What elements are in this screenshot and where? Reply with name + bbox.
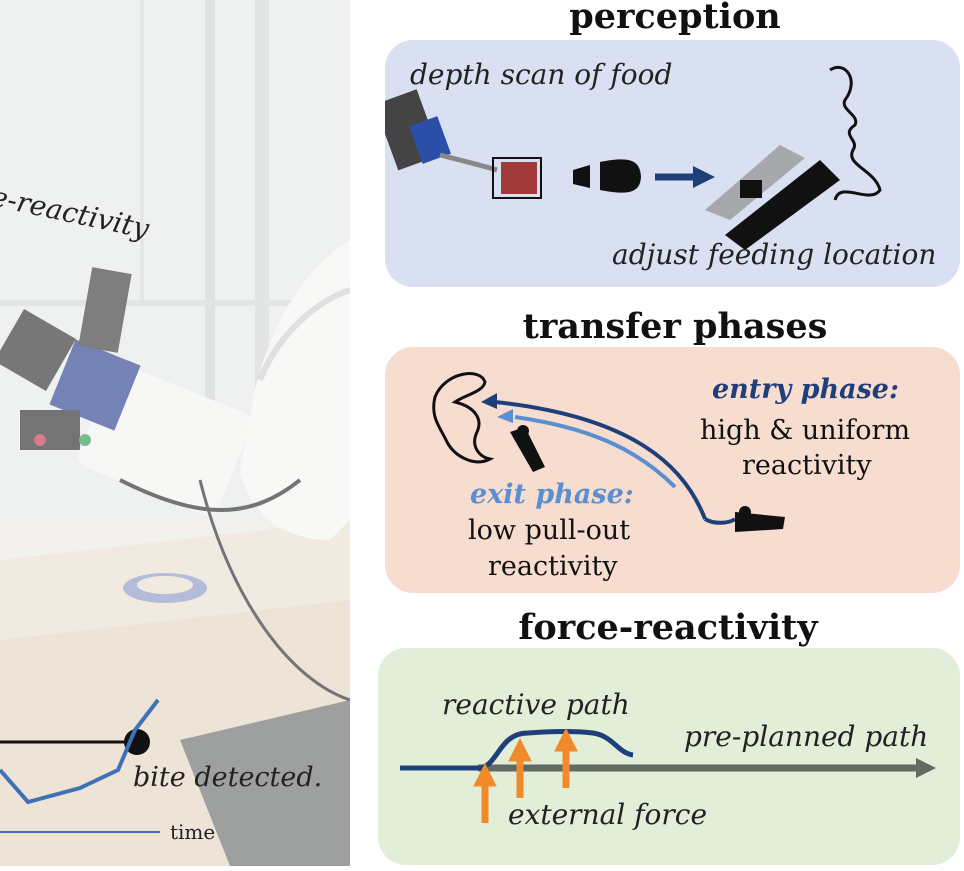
entry-phase-title: entry phase: (712, 374, 899, 405)
exit-phase-title: exit phase: (470, 479, 634, 510)
depth-scan-label: depth scan of food (410, 58, 673, 91)
depth-scan-large-icon (600, 159, 641, 193)
perception-illustration (385, 65, 882, 250)
external-force-label: external force (508, 798, 708, 831)
exit-arrow-icon (497, 409, 513, 423)
depth-scan-small-icon (573, 165, 590, 188)
exit-phase-line1: low pull-out (468, 515, 631, 546)
preplanned-arrow-icon (916, 758, 936, 778)
adjust-feeding-label: adjust feeding location (612, 238, 937, 271)
force-heading: force-reactivity (518, 607, 818, 648)
preplanned-path-label: pre-planned path (684, 720, 929, 753)
bite-detected-label: bite detected. (133, 762, 323, 793)
force-illustration (400, 727, 936, 823)
exit-phase-line2: reactivity (488, 551, 618, 582)
robot-photo-illustration (0, 0, 350, 866)
mouth-icon (829, 65, 882, 201)
robot-photo: force-reactivity bite detected. time (0, 0, 350, 866)
entry-arrow-icon (481, 393, 497, 409)
perception-heading: perception (569, 0, 781, 37)
transfer-heading: transfer phases (522, 306, 828, 347)
force-arrow-2-icon (508, 737, 532, 762)
reactive-path-label: reactive path (442, 688, 630, 721)
mouth-icon (432, 372, 495, 464)
force-arrow-1-icon (473, 762, 497, 787)
transfer-illustration (432, 372, 785, 532)
entry-phase-line2: reactivity (742, 450, 872, 481)
force-arrow-3-icon (554, 727, 578, 752)
time-axis-label: time (170, 820, 216, 844)
force-panel (378, 648, 960, 865)
entry-phase-line1: high & uniform (700, 415, 911, 446)
gripper-near-icon (510, 427, 545, 472)
arrow-right-icon (693, 166, 715, 188)
